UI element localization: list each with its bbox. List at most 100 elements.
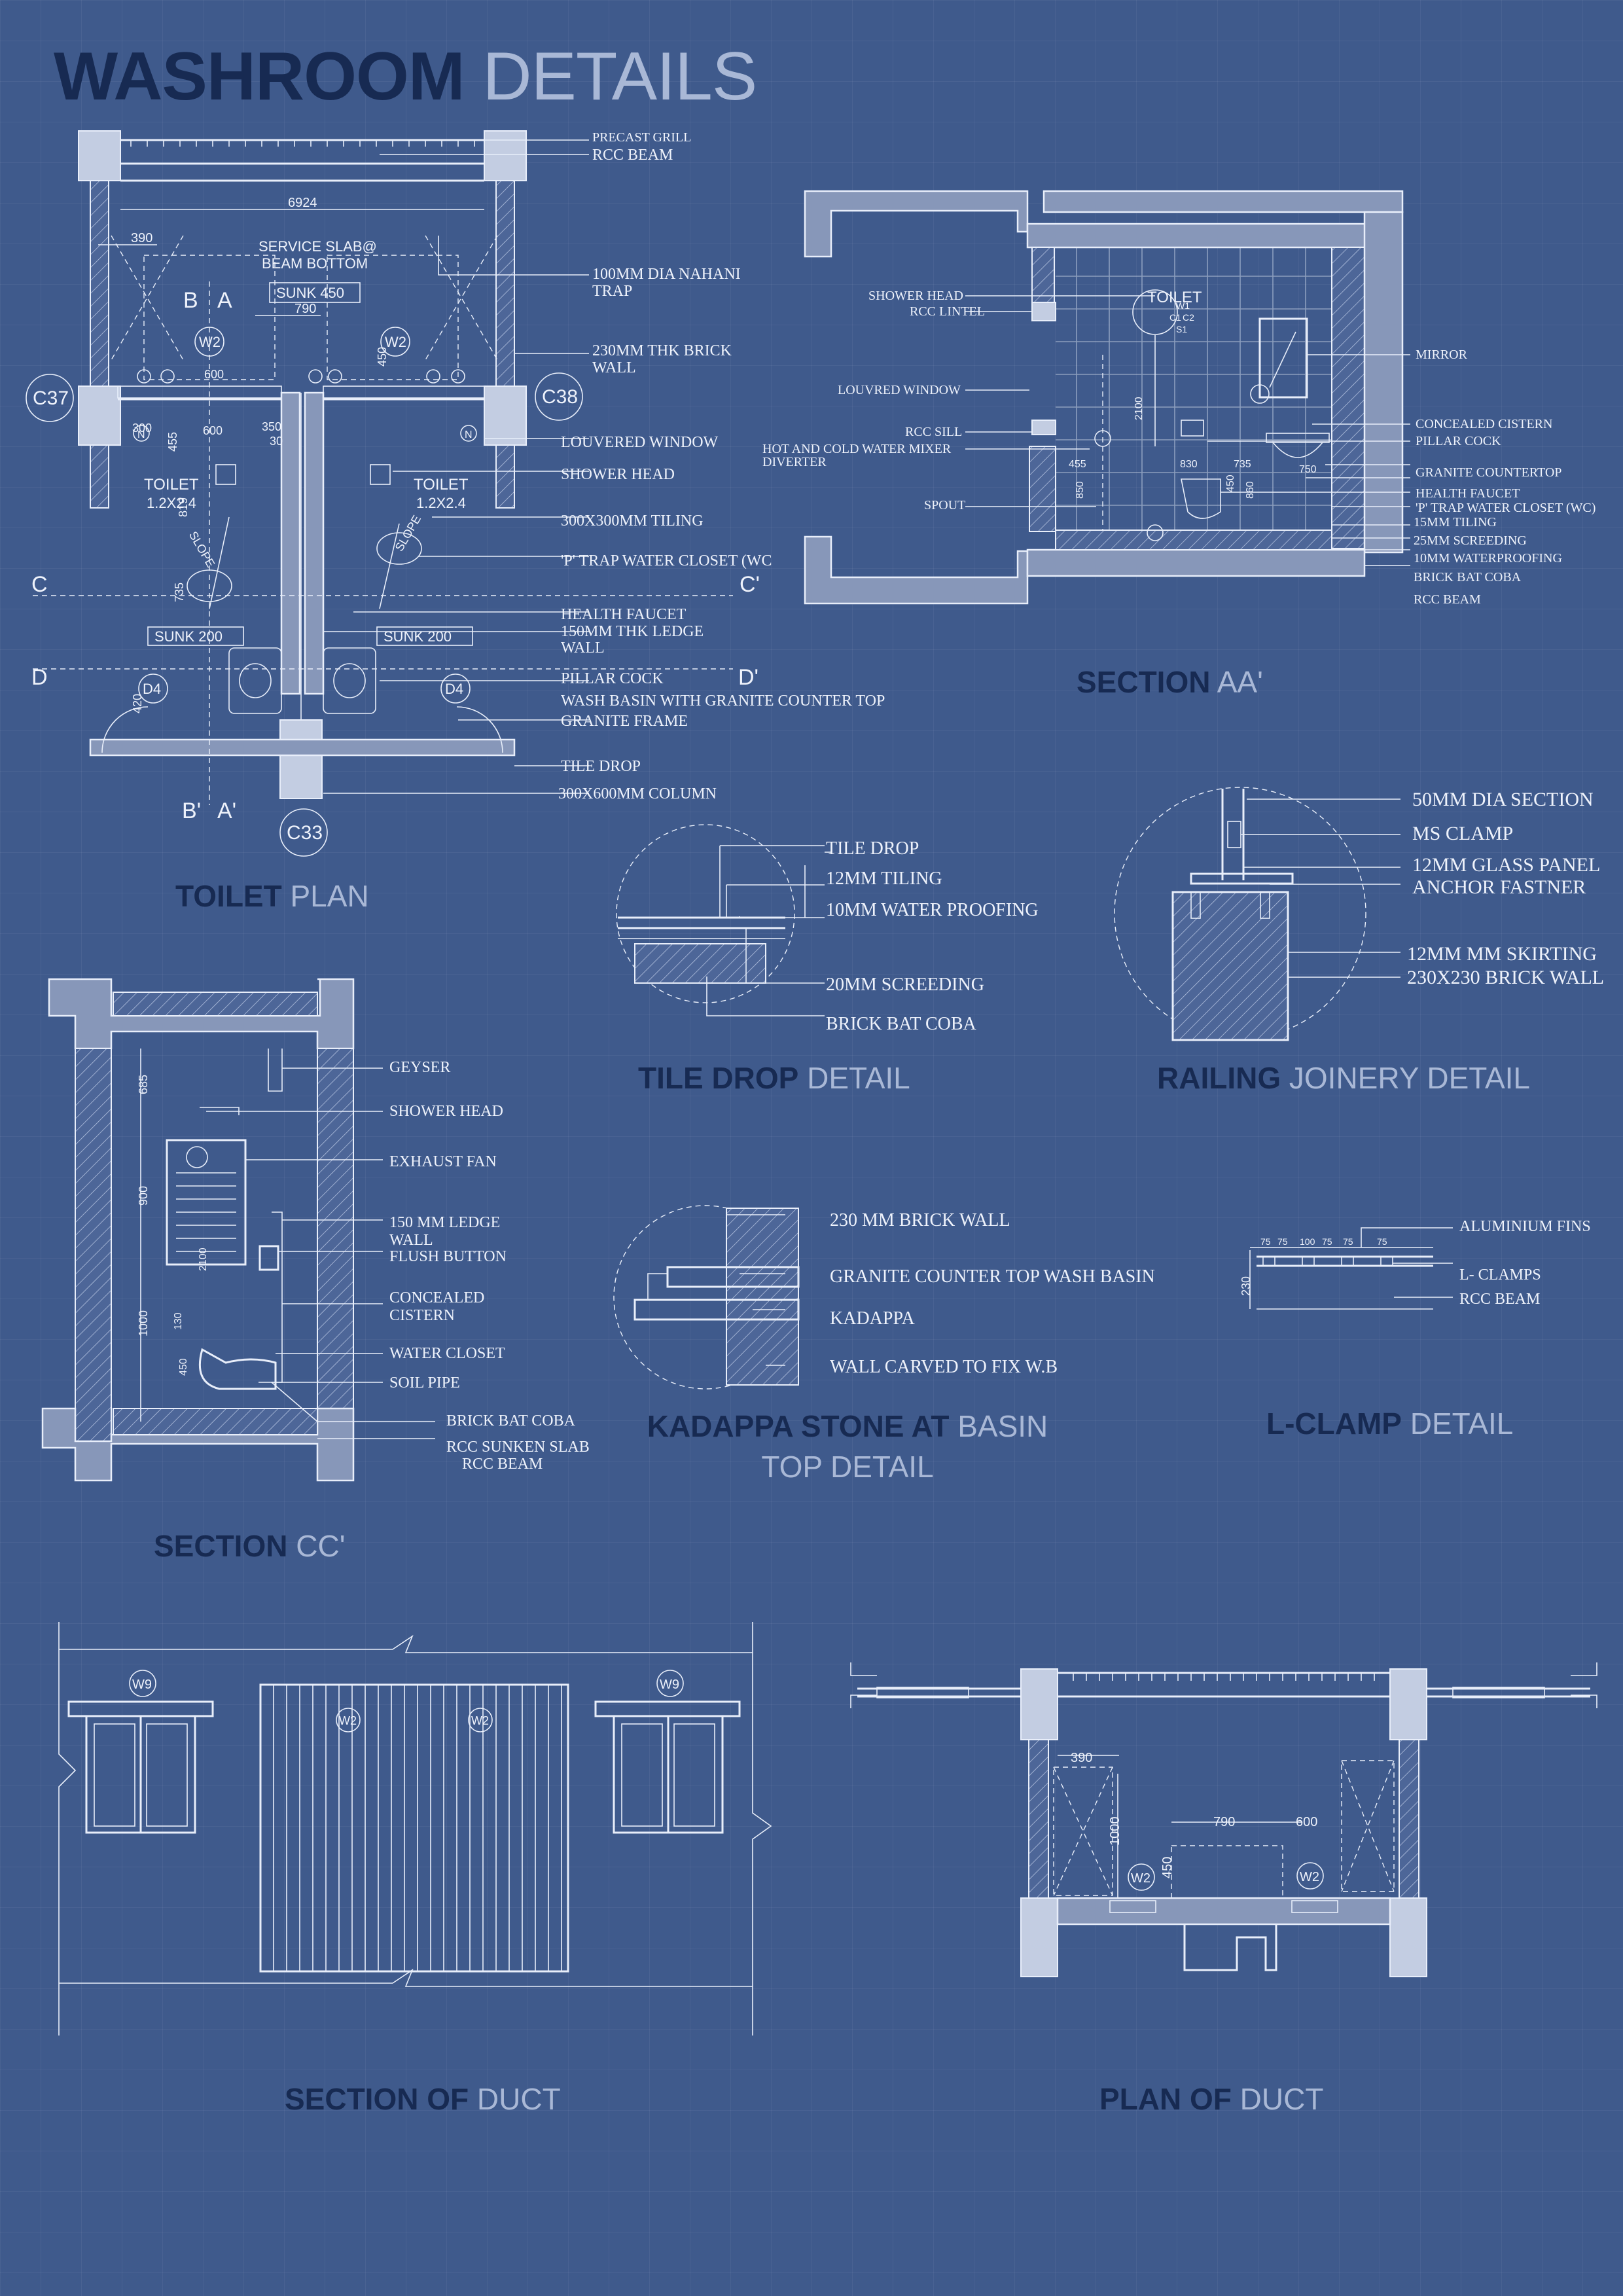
sec-a2: A' [217,798,236,823]
cc-dim-900: 900 [137,1186,150,1206]
caption-section-cc-light: CC' [296,1529,346,1563]
aa-label-10mm: 10MM WATERPROOFING [1414,551,1562,565]
caption-lclamp-light: DETAIL [1410,1407,1514,1441]
cc-label-soil: SOIL PIPE [389,1374,460,1391]
aa-label-cistern: CONCEALED CISTERN [1416,417,1553,431]
caption-section-aa-light: AA' [1217,665,1263,699]
section-aa-fixtures [1094,289,1330,541]
dim-6924: 6924 [288,196,317,210]
slope-left: SLOPE [187,529,217,569]
caption-section-cc: SECTION CC' [154,1528,345,1564]
section-cc-structure [41,978,355,1482]
aa-label-diverter: DIVERTER [762,455,827,469]
caption-kadappa-light2: TOP DETAIL [761,1450,934,1484]
toilet-right-size: 1.2X2.4 [416,495,466,511]
dim-600-b: 600 [203,424,223,437]
section-aa-structure [804,190,1404,605]
duct-w2-right: W2 [471,1714,489,1727]
aa-c1: C1 [1169,312,1181,323]
sunk-450-text: SUNK 450 [276,285,344,301]
caption-railing-light: JOINERY DETAIL [1289,1061,1531,1095]
caption-toilet-plan-light: PLAN [290,879,369,913]
dim-819: 819 [177,497,190,517]
railing-drawing [1114,787,1400,1041]
lc-dim-4: 75 [1343,1236,1353,1247]
caption-duct-plan-light: DUCT [1240,2082,1324,2116]
dim-390: 390 [131,231,152,245]
tp-label-rcc-beam: RCC BEAM [592,147,673,164]
cc-label-exhaust: EXHAUST FAN [389,1153,497,1170]
duct-w9-right: W9 [660,1677,679,1692]
aa-label-rcc-sill: RCC SILL [905,425,963,439]
td-label-12mm: 12MM TILING [826,869,942,889]
rl-label-glass: 12MM GLASS PANEL [1412,854,1601,876]
dp-w2-right: W2 [1300,1870,1319,1884]
kd-label-kadappa: KADAPPA [830,1308,915,1329]
aa-dim-850: 850 [1075,481,1086,499]
dp-dim-790: 790 [1213,1815,1235,1829]
lclamp-drawing: 230 75 75 100 75 75 75 [1240,1227,1453,1310]
tp-label-shower: SHOWER HEAD [561,466,675,483]
duct-w9-left: W9 [132,1677,152,1692]
tile-drop-drawing [616,824,831,1016]
tp-label-ledge-1: 150MM THK LEDGE [561,623,704,640]
tp-label-column: 300X600MM COLUMN [558,785,717,802]
dp-dim-450: 450 [1160,1857,1175,1878]
section-aa-drawing: TOILET W1 C1 C2 S1 2100 455 830 735 850 … [804,190,1410,605]
cc-dim-1000: 1000 [137,1310,150,1336]
caption-section-cc-bold: SECTION [154,1529,288,1563]
sec-c2: C' [740,572,760,597]
aa-s1: S1 [1176,324,1187,334]
mark-d4-left: D4 [143,681,161,697]
lc-label-fins: ALUMINIUM FINS [1459,1218,1591,1235]
section-cc-drawing: 685 900 2100 1000 130 450 [41,978,435,1482]
aa-dim-2100: 2100 [1133,397,1145,420]
cc-label-bbc: BRICK BAT COBA [446,1412,575,1429]
toilet-plan-fixtures [101,235,503,753]
dim-420: 420 [131,694,144,713]
toilet-right-label: TOILET [414,476,469,493]
toilet-left-label: TOILET [144,476,199,493]
toilet-plan-leaders [323,139,589,794]
sec-b: B [183,288,198,313]
mark-c33: C33 [287,822,323,844]
section-cc-fixtures [166,1049,318,1422]
caption-section-aa-bold: SECTION [1077,665,1211,699]
cc-dim-130: 130 [173,1312,184,1330]
tp-label-pillar-cock: PILLAR COCK [561,670,664,687]
rl-label-ms-clamp: MS CLAMP [1412,823,1514,844]
duct-section-drawing: W9 W9 W2 W2 [58,1622,772,2036]
toilet-plan-drawing: 6924 390 790 600 600 450 300 455 819 735… [26,130,760,857]
kd-label-granite: GRANITE COUNTER TOP WASH BASIN [830,1266,1155,1287]
sunk-200-right: SUNK 200 [383,628,452,645]
tp-label-tiling: 300X300MM TILING [561,512,704,529]
sec-b2: B' [182,798,201,823]
aa-w1: W1 [1176,300,1190,311]
cc-dim-450: 450 [178,1358,189,1376]
aa-label-mixer: HOT AND COLD WATER MIXER [762,442,952,456]
rl-label-anchor: ANCHOR FASTNER [1412,876,1586,898]
aa-label-spout: SPOUT [924,498,966,512]
duct-w2-left: W2 [339,1714,357,1727]
aa-dim-735: 735 [1234,459,1251,470]
dim-735: 735 [173,583,186,602]
toilet-left-size: 1.2X2.4 [147,495,196,511]
duct-plan-drawing: 390 790 600 1000 450 W2 W2 [850,1662,1597,1977]
aa-dim-830: 830 [1180,459,1198,470]
rl-label-50mm: 50MM DIA SECTION [1412,789,1594,810]
td-label-bbc: BRICK BAT COBA [826,1014,976,1034]
dim-350: 350 [262,420,281,433]
cc-label-flush: FLUSH BUTTON [389,1248,507,1265]
caption-tile-drop-light: DETAIL [807,1061,910,1095]
tp-label-precast-grill: PRECAST GRILL [592,130,692,145]
dp-dim-600: 600 [1296,1815,1317,1829]
section-aa-dims: TOILET W1 C1 C2 S1 2100 455 830 735 850 … [1069,289,1317,499]
tp-label-health-faucet: HEALTH FAUCET [561,606,687,623]
duct-louvers [273,1685,562,1971]
caption-duct-section: SECTION OF DUCT [285,2081,561,2117]
lc-label-rcc: RCC BEAM [1459,1291,1541,1308]
caption-lclamp-bold: L-CLAMP [1266,1407,1402,1441]
cc-label-wc: WATER CLOSET [389,1345,505,1362]
beam-bottom-text: BEAM BOTTOM [262,255,368,272]
mark-c38: C38 [542,386,578,408]
